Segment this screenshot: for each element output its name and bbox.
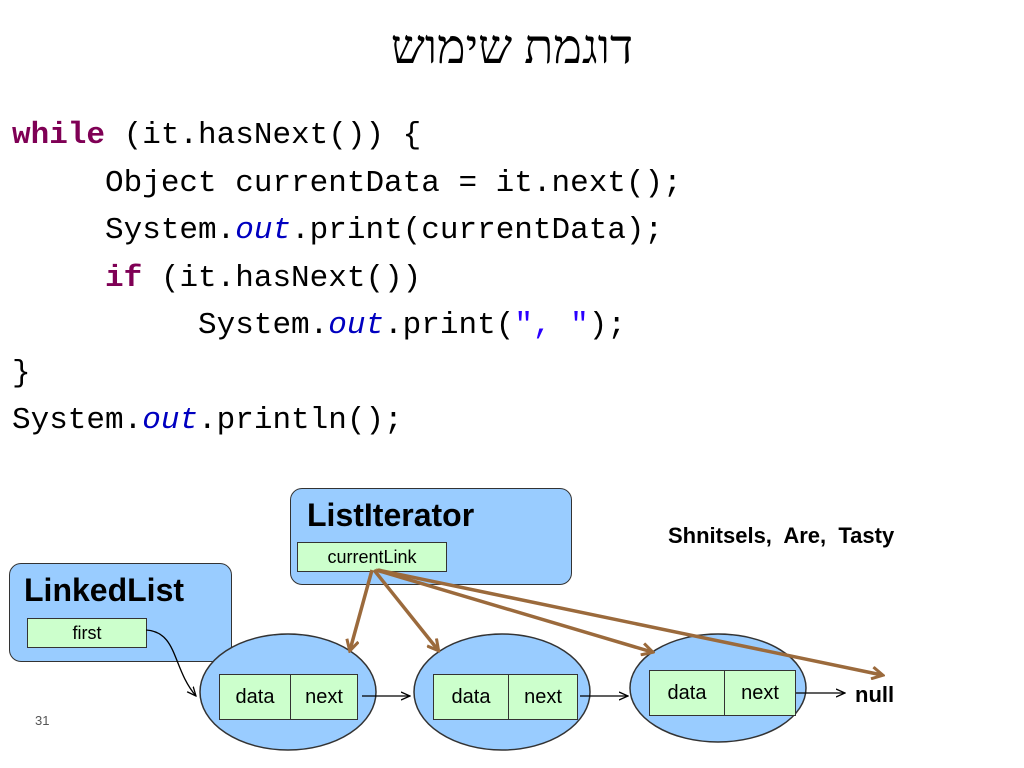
code-text: System. [12,403,143,438]
null-label: null [855,682,895,707]
code-text: ); [588,308,626,343]
first-field: first [27,618,147,648]
code-line: if (it.hasNext()) [12,255,682,303]
list-iterator-box: ListIterator currentLink [290,488,572,585]
slide-title: דוגמת שימוש [390,21,634,74]
current-link-field: currentLink [297,542,447,572]
code-line: System.out.print(", "); [12,302,682,350]
static-field-out: out [142,403,199,438]
linked-list-box: LinkedList first [9,563,232,662]
keyword-if: if [105,260,143,296]
code-text: (it.hasNext()) [142,260,422,296]
code-text: } [12,355,31,391]
code-text: System. [12,308,329,343]
code-text: .println(); [198,403,403,438]
static-field-out: out [235,213,292,248]
code-block: while (it.hasNext()) { Object currentDat… [12,112,682,445]
code-line: } [12,350,682,398]
string-literal: ", " [514,308,589,343]
code-text: (it.hasNext()) { [105,118,422,153]
code-line: System.out.print(currentData); [12,207,682,255]
code-text: System. [12,213,236,248]
code-line: Object currentData = it.next(); [12,160,682,208]
list-iterator-title: ListIterator [307,497,475,533]
node-3-data-cell: data [649,670,725,716]
current-link-arrow-3 [375,568,652,652]
code-text: Object currentData = it.next(); [12,165,682,201]
program-output: Shnitsels, Are, Tasty [668,523,895,548]
node-1-data-cell: data [219,674,291,720]
node-3-next-cell: next [724,670,796,716]
linked-list-title: LinkedList [24,572,185,608]
node-1-next-cell: next [290,674,358,720]
static-field-out: out [328,308,385,343]
current-link-arrow-1 [350,569,374,650]
code-line: while (it.hasNext()) { [12,112,682,160]
keyword-while: while [12,118,106,153]
code-line: System.out.println(); [12,397,682,445]
first-pointer-arrow [145,629,196,696]
current-link-arrow-2 [372,568,438,650]
page-number: 31 [35,713,50,728]
current-link-arrow-4 [377,568,882,675]
code-text: .print( [384,308,515,343]
node-2-next-cell: next [508,674,578,720]
node-2-data-cell: data [433,674,509,720]
code-text: .print(currentData); [291,213,664,248]
